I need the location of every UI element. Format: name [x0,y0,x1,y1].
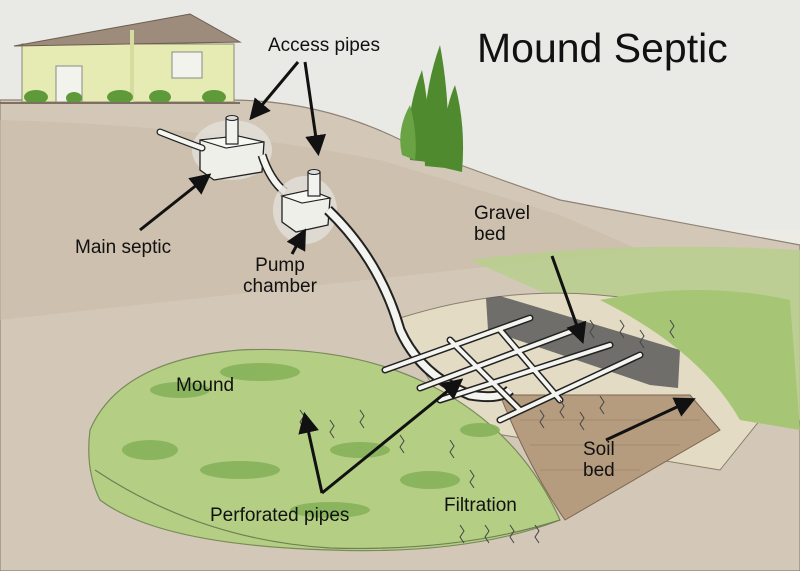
house-window [171,51,203,79]
back-grass [470,246,800,420]
arrow-perforated-pipe-2 [321,378,464,495]
label-perforated-pipes: Perforated pipes [210,505,350,526]
label-gravel-bed-line2: bed [474,223,506,245]
label-access-pipes: Access pipes [268,35,380,56]
arrow-access-pipe-1 [249,61,300,121]
access-pipe-1 [225,117,239,145]
arrow-access-pipe-2 [303,61,326,157]
label-gravel-bed: Gravel bed [474,203,530,246]
arrow-gravel-bed [550,255,587,344]
label-pump-chamber: Pump chamber [228,255,332,298]
mound-edge [94,469,561,550]
arrow-pump-chamber [286,228,307,255]
diagram-title: Mound Septic [477,25,728,71]
arrow-main-septic [139,173,212,232]
label-gravel-bed-line1: Gravel [474,203,530,224]
label-soil-bed-line1: Soil [583,439,615,460]
access-pipe-2 [307,171,321,197]
label-filtration: Filtration [444,495,517,516]
arrow-perforated-pipe-1 [298,411,324,494]
label-soil-bed: Soil bed [583,439,615,482]
label-pump-chamber-line2: chamber [243,275,317,297]
label-mound: Mound [176,375,235,396]
perforated-pipes [381,314,644,424]
label-soil-bed-line2: bed [583,459,615,481]
right-mound-grass [600,290,800,430]
label-pump-chamber-line1: Pump [255,255,305,276]
main-septic-tank [192,115,272,181]
annotation-arrows [139,61,696,495]
soil-bed-texture [520,419,700,471]
label-main-septic: Main septic [75,237,172,258]
arrow-soil-bed [605,397,696,442]
pump-chamber [273,169,337,244]
shrubs [24,90,226,104]
mound-grass-texture [122,363,500,518]
trees [400,45,464,172]
